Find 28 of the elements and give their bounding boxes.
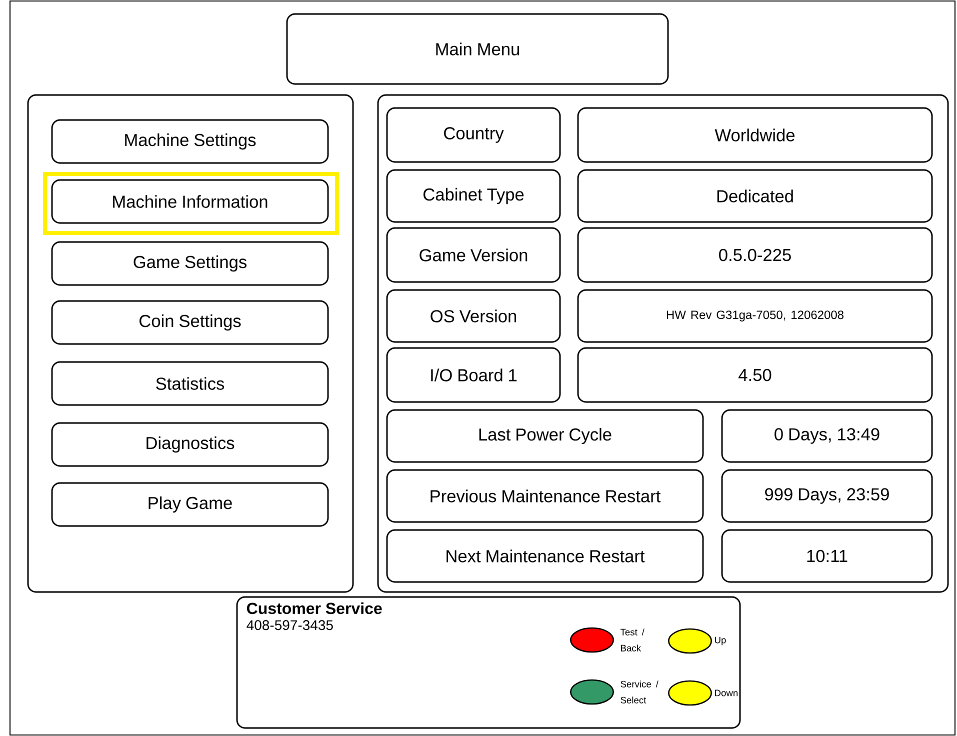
info-cell: 0 Days, 13:49 — [721, 409, 933, 463]
title-box: Main Menu — [286, 13, 669, 85]
menu-button: Statistics — [51, 361, 329, 406]
info-cell: 4.50 — [577, 347, 933, 403]
info-cell: HW Rev G31ga-7050, 12062008 — [577, 289, 933, 343]
info-cell: Last Power Cycle — [386, 409, 704, 463]
info-cell: OS Version — [386, 289, 561, 343]
legend-label: Service / Select — [620, 680, 658, 704]
info-cell: I/O Board 1 — [386, 347, 561, 403]
info-cell: Game Version — [386, 227, 561, 283]
info-cell: Worldwide — [577, 107, 933, 163]
info-cell: 10:11 — [721, 529, 933, 583]
info-cell: Country — [386, 107, 561, 163]
info-cell: 0.5.0-225 — [577, 227, 933, 283]
info-cell: 999 Days, 23:59 — [721, 469, 933, 523]
menu-button: Machine Information — [51, 179, 329, 224]
legend-label: Down — [715, 690, 738, 696]
legend-label: Up — [714, 636, 726, 646]
info-cell: Dedicated — [577, 169, 933, 223]
menu-button: Play Game — [51, 482, 329, 527]
info-cell: Next Maintenance Restart — [386, 529, 704, 583]
menu-button: Machine Settings — [51, 119, 329, 164]
menu-button: Diagnostics — [51, 422, 329, 467]
info-cell: Previous Maintenance Restart — [386, 469, 704, 523]
info-cell: Cabinet Type — [386, 169, 561, 223]
legend-label: Test / Back — [620, 628, 644, 652]
menu-button: Game Settings — [51, 241, 329, 286]
menu-button: Coin Settings — [51, 300, 329, 345]
